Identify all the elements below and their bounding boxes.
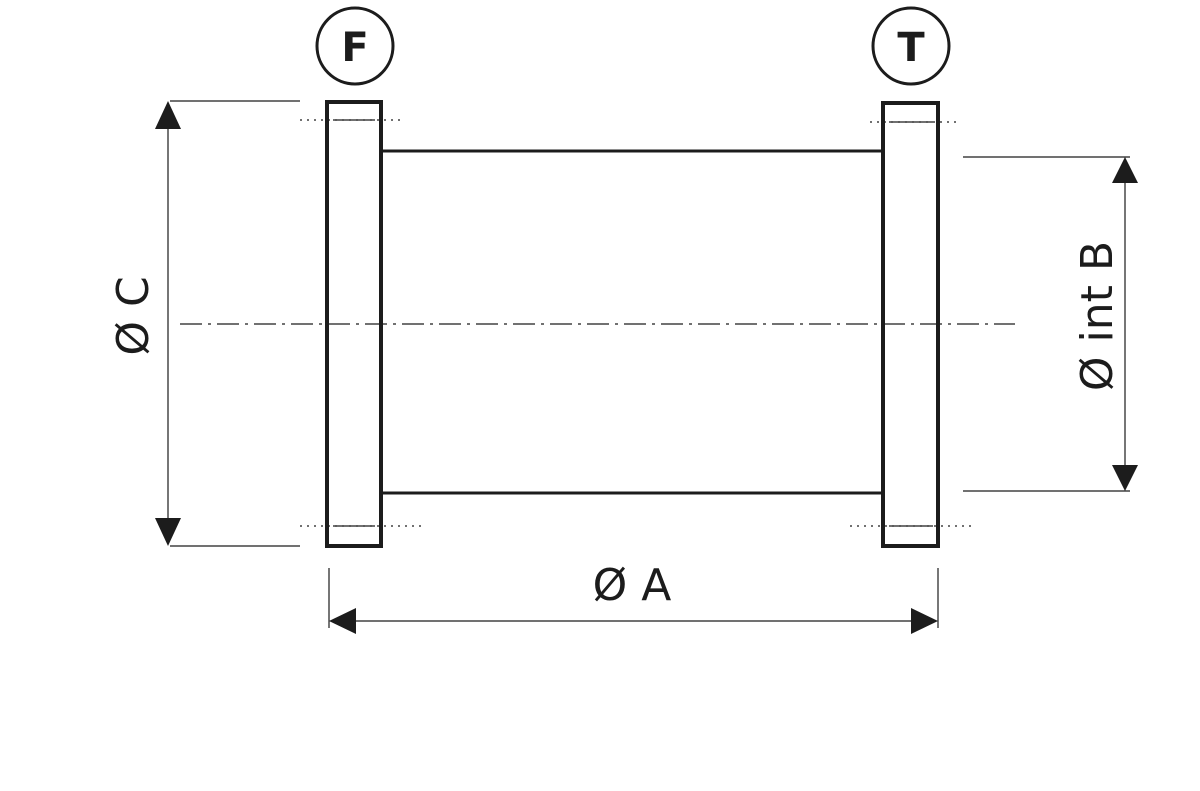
dimension-outer: Ø C — [108, 100, 300, 547]
dim-outer-label: Ø C — [108, 276, 159, 355]
badge-flange-right: T — [871, 6, 951, 86]
badge-flange-right-text: T — [897, 25, 925, 71]
dim-length-label: Ø A — [593, 560, 672, 611]
dim-inner-label: Ø int B — [1072, 241, 1123, 391]
dimension-inner: Ø int B — [963, 156, 1138, 492]
badge-flange-left: F — [315, 6, 395, 86]
tube-body — [381, 149, 883, 495]
edge-marks — [300, 119, 975, 527]
dimension-length: Ø A — [328, 560, 939, 634]
badge-flange-left-text: F — [341, 25, 368, 71]
